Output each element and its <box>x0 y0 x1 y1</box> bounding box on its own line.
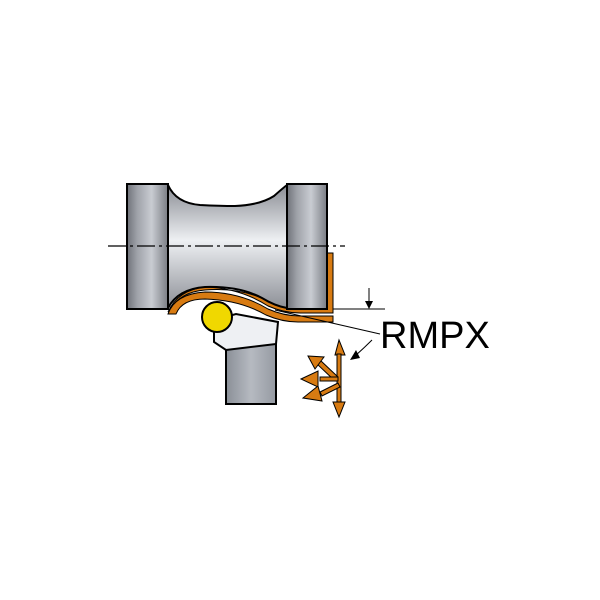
leader-line <box>274 309 381 335</box>
angle-arrowhead <box>350 350 360 360</box>
dimension-arrowhead <box>365 301 373 309</box>
multi-directional-arrows-icon <box>299 338 346 419</box>
round-insert-icon <box>201 301 233 333</box>
machined-profile-band <box>167 291 334 323</box>
insert-code-label: RMPX <box>380 315 490 357</box>
